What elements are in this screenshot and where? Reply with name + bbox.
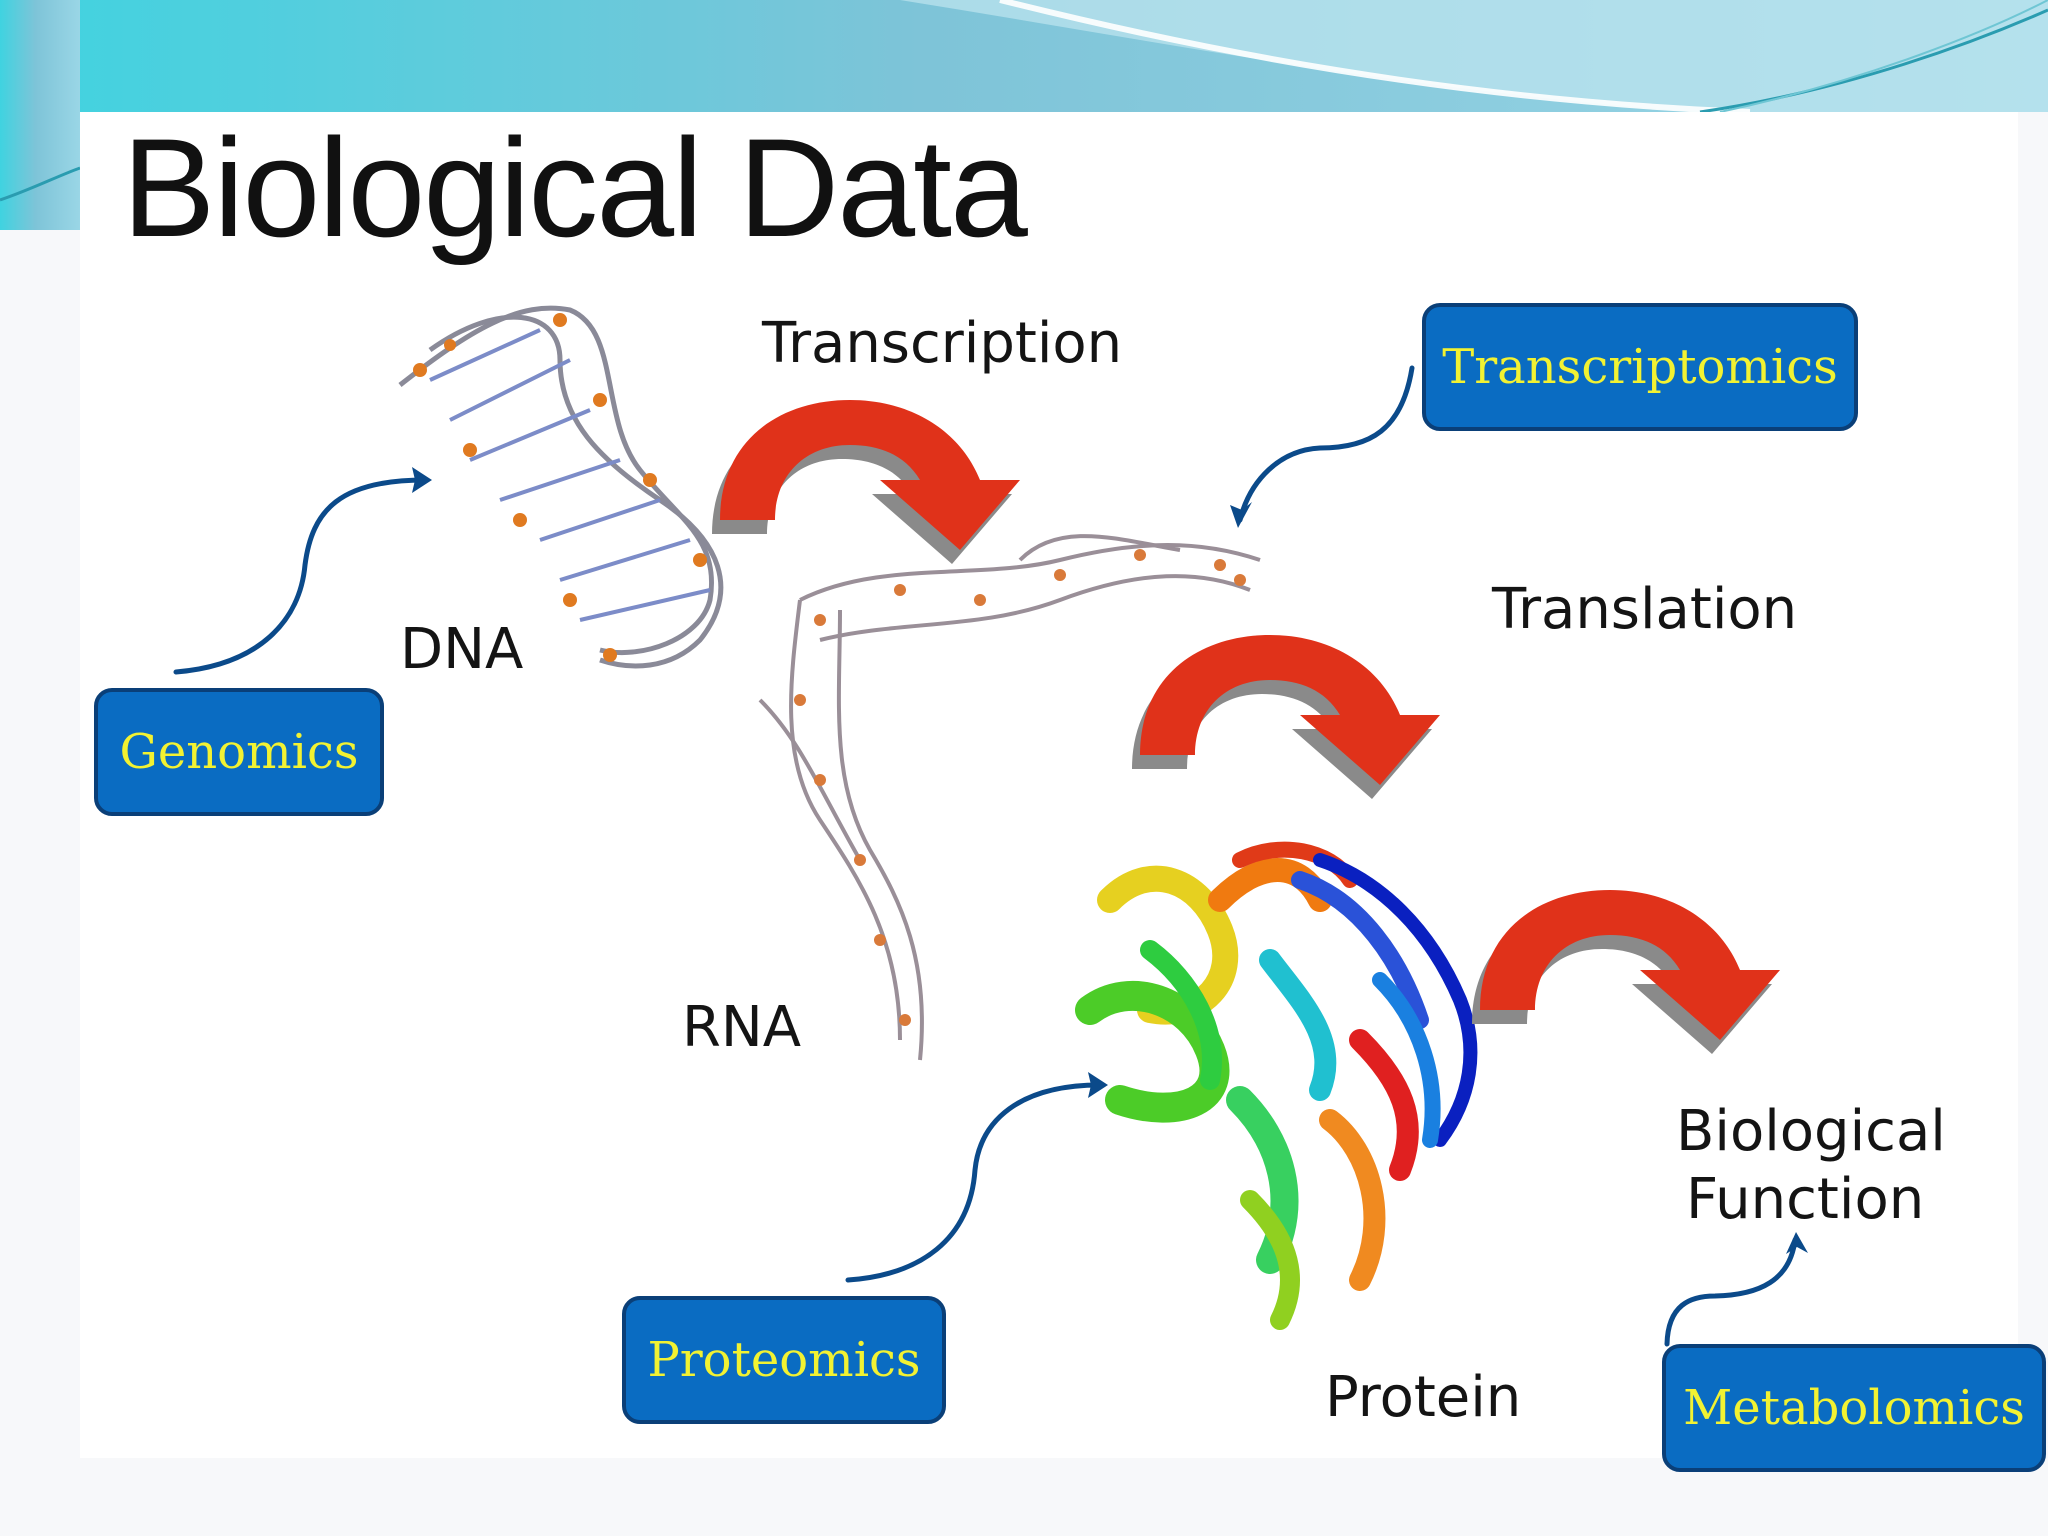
protein-label: Protein — [1325, 1365, 1522, 1430]
dna-label: DNA — [400, 617, 524, 682]
header-swoosh — [0, 0, 2048, 230]
translation-label: Translation — [1492, 577, 1798, 642]
transcriptomics-box[interactable]: Transcriptomics — [1422, 303, 1858, 431]
biological-function-label-line2: Function — [1686, 1167, 1925, 1232]
transcriptomics-pointer — [1237, 365, 1415, 523]
proteomics-box[interactable]: Proteomics — [622, 1296, 946, 1424]
slide-title: Biological Data — [122, 109, 1028, 266]
metabolomics-pointer — [1664, 1237, 1798, 1347]
rna-label: RNA — [682, 995, 802, 1060]
transcription-label: Transcription — [762, 311, 1123, 376]
proteomics-pointer — [845, 1082, 1103, 1283]
genomics-pointer — [173, 477, 428, 675]
metabolomics-box[interactable]: Metabolomics — [1662, 1344, 2046, 1472]
genomics-box[interactable]: Genomics — [94, 688, 384, 816]
biological-function-label-line1: Biological — [1676, 1099, 1946, 1164]
